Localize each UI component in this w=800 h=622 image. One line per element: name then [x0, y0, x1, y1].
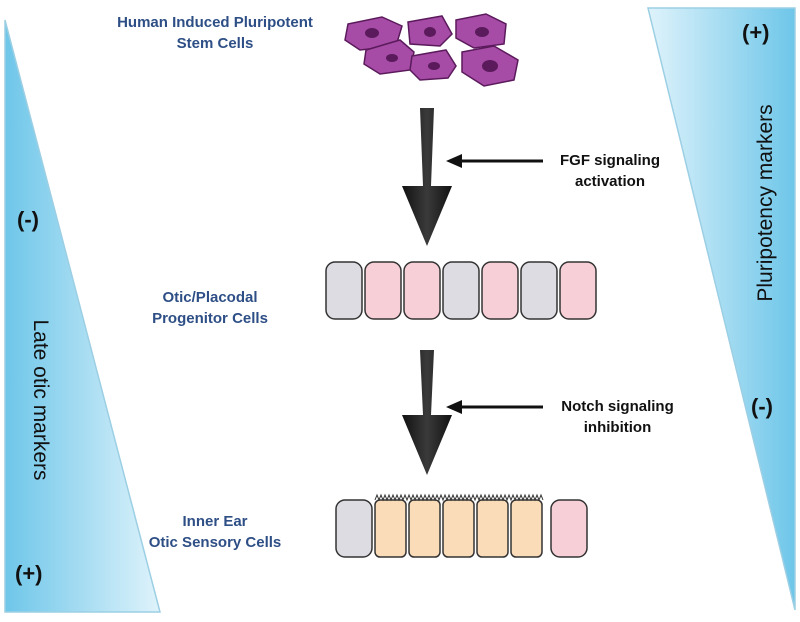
pluripotency-plus-sign: (+): [742, 20, 770, 45]
progenitor-cell: [481, 261, 519, 320]
pluripotency-markers-title: Pluripotency markers: [754, 104, 777, 302]
notch-label-line2: inhibition: [583, 419, 652, 436]
stem-cell-cluster: [344, 13, 519, 87]
pluripotency-gradient-triangle: [647, 7, 796, 611]
fgf-signal-label: FGF signaling activation: [540, 150, 680, 192]
pluripotency-minus-sign: (-): [751, 394, 773, 419]
progenitor-label: Otic/Placodal Progenitor Cells: [130, 287, 290, 329]
stem-cell: [461, 45, 519, 87]
stem-cell: [455, 13, 507, 49]
stem-cell: [409, 49, 457, 81]
notch-label-line1: Notch signaling: [561, 398, 674, 415]
hair-cell: [476, 499, 509, 558]
sensory-label-line2: Otic Sensory Cells: [148, 534, 282, 551]
support-cell: [335, 499, 373, 558]
differentiation-arrow-1: [402, 108, 452, 246]
stem-cell: [407, 15, 453, 47]
hair-cell: [442, 499, 475, 558]
notch-signal-arrow: [446, 400, 543, 414]
progenitor-cell: [442, 261, 480, 320]
late-otic-minus-sign: (-): [17, 207, 39, 232]
progenitor-cell: [364, 261, 402, 320]
progenitor-cell: [559, 261, 597, 320]
late-otic-gradient-triangle: [4, 19, 161, 613]
progenitor-label-line1: Otic/Placodal: [162, 289, 258, 306]
stem-cells-label-line2: Stem Cells: [176, 35, 254, 52]
sensory-cell-row: [335, 493, 588, 558]
fgf-label-line1: FGF signaling: [560, 152, 660, 169]
stem-cells-label-line1: Human Induced Pluripotent: [117, 14, 313, 31]
progenitor-cell-row: [325, 261, 597, 320]
progenitor-cell: [325, 261, 363, 320]
sensory-label: Inner Ear Otic Sensory Cells: [130, 511, 300, 553]
hair-cell: [374, 499, 407, 558]
stem-cells-label: Human Induced Pluripotent Stem Cells: [60, 12, 370, 54]
late-otic-markers-title: Late otic markers: [29, 319, 52, 481]
fgf-signal-arrow: [446, 154, 543, 168]
stereocilia-fringe: [374, 493, 544, 502]
fgf-label-line2: activation: [574, 173, 646, 190]
progenitor-cell: [520, 261, 558, 320]
notch-signal-label: Notch signaling inhibition: [540, 396, 695, 438]
sensory-label-line1: Inner Ear: [182, 513, 248, 530]
hair-cell: [510, 499, 543, 558]
hair-cell: [408, 499, 441, 558]
progenitor-cell: [403, 261, 441, 320]
support-cell: [550, 499, 588, 558]
progenitor-label-line2: Progenitor Cells: [152, 310, 268, 327]
differentiation-arrow-2: [402, 350, 452, 475]
late-otic-plus-sign: (+): [15, 561, 43, 586]
